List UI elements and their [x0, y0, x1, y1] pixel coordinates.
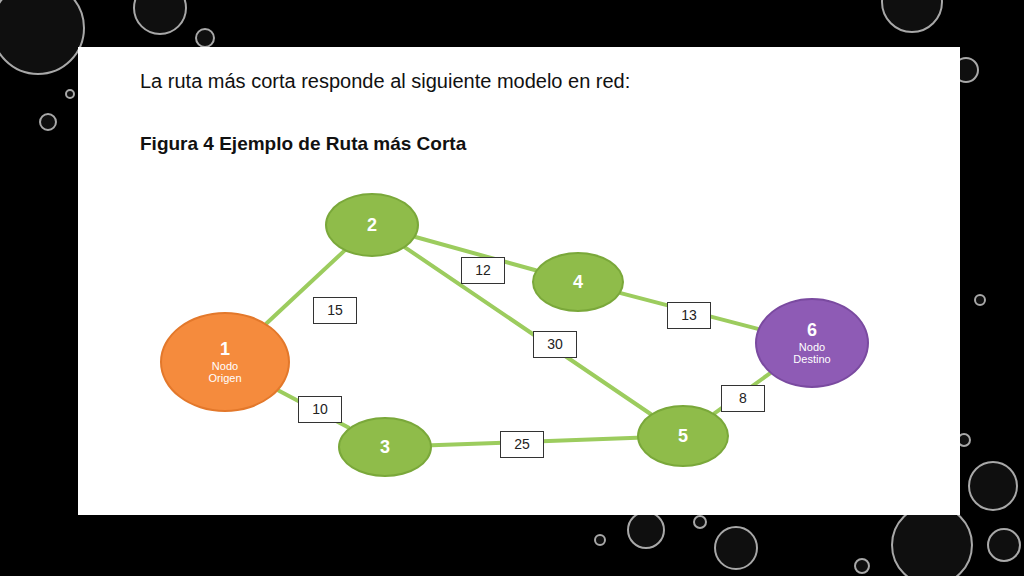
node-number: 3: [380, 437, 390, 458]
route-connector: [405, 248, 650, 414]
edge-weight: 30: [533, 331, 577, 358]
bubble: [595, 535, 605, 545]
network-node: 5: [637, 405, 729, 467]
bubble: [715, 527, 757, 569]
destination-node: 6Nodo Destino: [755, 298, 869, 388]
edge-weight: 12: [461, 257, 505, 284]
figure-title: Figura 4 Ejemplo de Ruta más Corta: [140, 133, 466, 155]
route-connector: [621, 293, 758, 329]
network-node: 3: [338, 417, 432, 477]
bubble: [988, 529, 1020, 561]
bubble: [628, 512, 664, 548]
edge-weight: 25: [500, 431, 544, 458]
network-node: 2: [325, 193, 419, 257]
bubble: [0, 0, 84, 74]
bubble: [134, 0, 186, 34]
bubble: [892, 505, 972, 576]
edge-weight: 8: [721, 385, 765, 412]
node-caption: Nodo Destino: [793, 341, 830, 366]
bubble: [975, 295, 985, 305]
node-caption: Nodo Origen: [208, 360, 241, 385]
edge-weight: 10: [298, 396, 342, 423]
network-node: 4: [532, 252, 624, 312]
node-number: 4: [573, 272, 583, 293]
node-number: 6: [807, 320, 817, 341]
edge-weight: 15: [313, 297, 357, 324]
intro-text: La ruta más corta responde al siguiente …: [140, 70, 630, 93]
bubble: [882, 0, 942, 32]
node-number: 5: [678, 426, 688, 447]
bubble: [694, 516, 706, 528]
bubble: [969, 462, 1017, 510]
bubble: [196, 29, 214, 47]
node-number: 2: [367, 215, 377, 236]
route-connector: [714, 373, 769, 413]
bubble: [40, 114, 56, 130]
edge-weight: 13: [667, 302, 711, 329]
bubble: [855, 559, 869, 573]
route-connector: [278, 390, 348, 427]
bubble: [66, 90, 74, 98]
origin-node: 1Nodo Origen: [160, 312, 290, 412]
node-number: 1: [220, 339, 230, 360]
